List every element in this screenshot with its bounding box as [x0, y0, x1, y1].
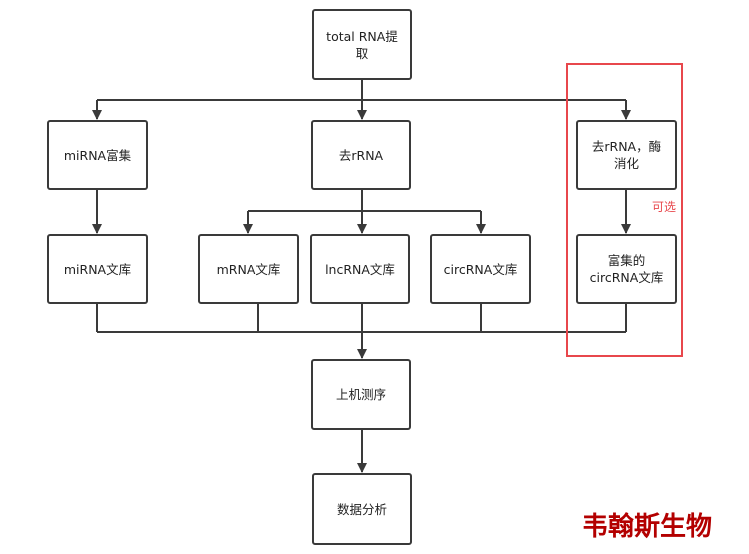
node-text-line: 消化 [613, 156, 639, 171]
node-text-line: total RNA提 [326, 28, 398, 44]
watermark-brand-text: 韦翰斯生物 [582, 512, 713, 542]
node-rrna-removal-rnase-digestion: 去rRNA，酶 消化 [576, 120, 677, 190]
node-mrna-library: mRNA文库 [198, 234, 299, 304]
node-lncrna-library: lncRNA文库 [310, 234, 410, 304]
node-text-line: miRNA文库 [63, 261, 132, 277]
node-circrna-library: circRNA文库 [430, 234, 531, 304]
node-text-line: 取 [355, 45, 369, 61]
node-sequencing: 上机测序 [311, 359, 411, 430]
node-text-line: 上机测序 [335, 387, 386, 402]
node-data-analysis: 数据分析 [312, 473, 412, 545]
node-text-line: 数据分析 [336, 501, 387, 517]
node-text-line: 去rRNA [338, 147, 384, 163]
node-text-line: lncRNA文库 [325, 261, 395, 277]
node-enriched-circrna-library: 富集的 circRNA文库 [576, 234, 677, 304]
node-text-line: 去rRNA，酶 [591, 139, 662, 154]
node-text-line: miRNA富集 [63, 147, 132, 163]
optional-label: 可选 [652, 200, 677, 214]
optional-branch-highlight [566, 63, 683, 357]
node-text-line: mRNA文库 [216, 261, 281, 277]
node-mirna-enrichment: miRNA富集 [47, 120, 148, 190]
node-total-rna-extraction: total RNA提 取 [312, 9, 412, 80]
node-rrna-removal: 去rRNA [311, 120, 411, 190]
node-text-line: circRNA文库 [589, 270, 664, 285]
node-text-line: 富集的 [607, 253, 646, 268]
node-text-line: circRNA文库 [443, 261, 518, 277]
node-mirna-library: miRNA文库 [47, 234, 148, 304]
